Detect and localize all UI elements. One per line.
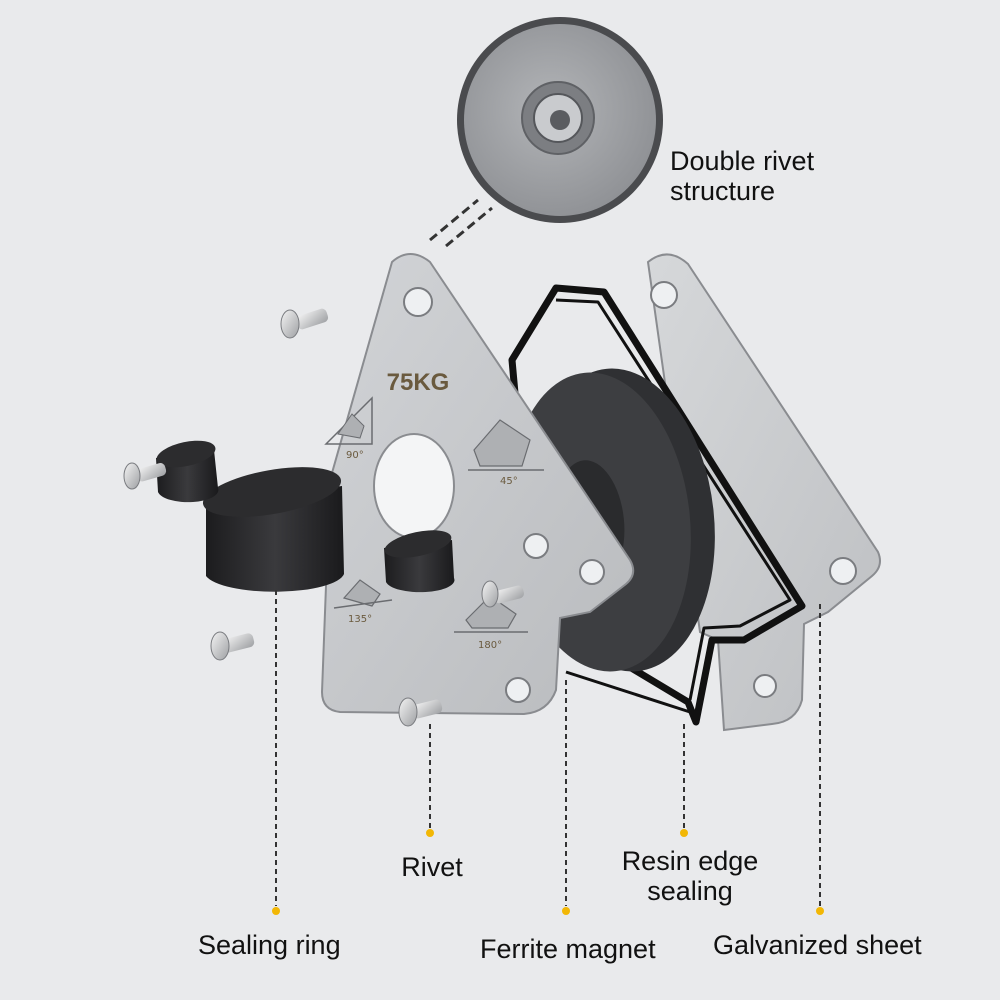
rivet-2: [123, 462, 167, 490]
label-double-rivet: Double rivet structure: [670, 146, 814, 206]
zoom-callout: [429, 17, 663, 248]
rivet-5: [481, 580, 524, 608]
leader-lines: [275, 590, 821, 906]
angle-icon-45: 45°: [468, 419, 544, 487]
label-ferrite-magnet-text: Ferrite magnet: [480, 934, 656, 964]
label-ferrite-magnet: Ferrite magnet: [480, 934, 656, 964]
sealing-ring-large: [202, 467, 344, 592]
sealing-ring-small-left: [156, 440, 219, 503]
angle-label-180: 180°: [478, 640, 502, 651]
front-plate: 75KG 90° 45° 135° 180°: [320, 253, 635, 716]
angle-label-135: 135°: [348, 614, 372, 625]
label-double-rivet-line2: structure: [670, 176, 776, 206]
rivet-4: [398, 697, 443, 727]
angle-icon-90: 90°: [324, 396, 373, 461]
galvanized-sheet: [646, 253, 881, 732]
angle-label-90: 90°: [346, 450, 364, 461]
label-sealing-ring-text: Sealing ring: [198, 930, 341, 960]
label-sealing-ring: Sealing ring: [198, 930, 341, 960]
rivet-3: [210, 631, 255, 661]
label-double-rivet-line1: Double rivet: [670, 146, 815, 176]
label-rivet-text: Rivet: [401, 852, 463, 882]
sealing-ring-small-center: [384, 530, 455, 593]
rivet-1: [280, 308, 329, 339]
label-galvanized-sheet: Galvanized sheet: [713, 930, 922, 960]
label-resin-line2: sealing: [647, 876, 733, 906]
label-galvanized-sheet-text: Galvanized sheet: [713, 930, 922, 960]
angle-label-45: 45°: [500, 476, 518, 487]
label-rivet: Rivet: [390, 852, 474, 882]
plate-weight: 75KG: [387, 369, 450, 396]
angle-icon-135: 135°: [333, 579, 393, 625]
label-resin-line1: Resin edge: [621, 846, 759, 876]
leader-dots: [272, 829, 824, 915]
label-resin: Resin edge sealing: [602, 846, 778, 906]
